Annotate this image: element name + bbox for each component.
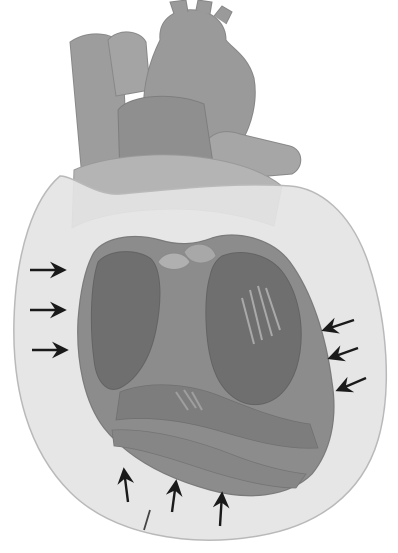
pulmonary-vein-left <box>108 32 150 96</box>
